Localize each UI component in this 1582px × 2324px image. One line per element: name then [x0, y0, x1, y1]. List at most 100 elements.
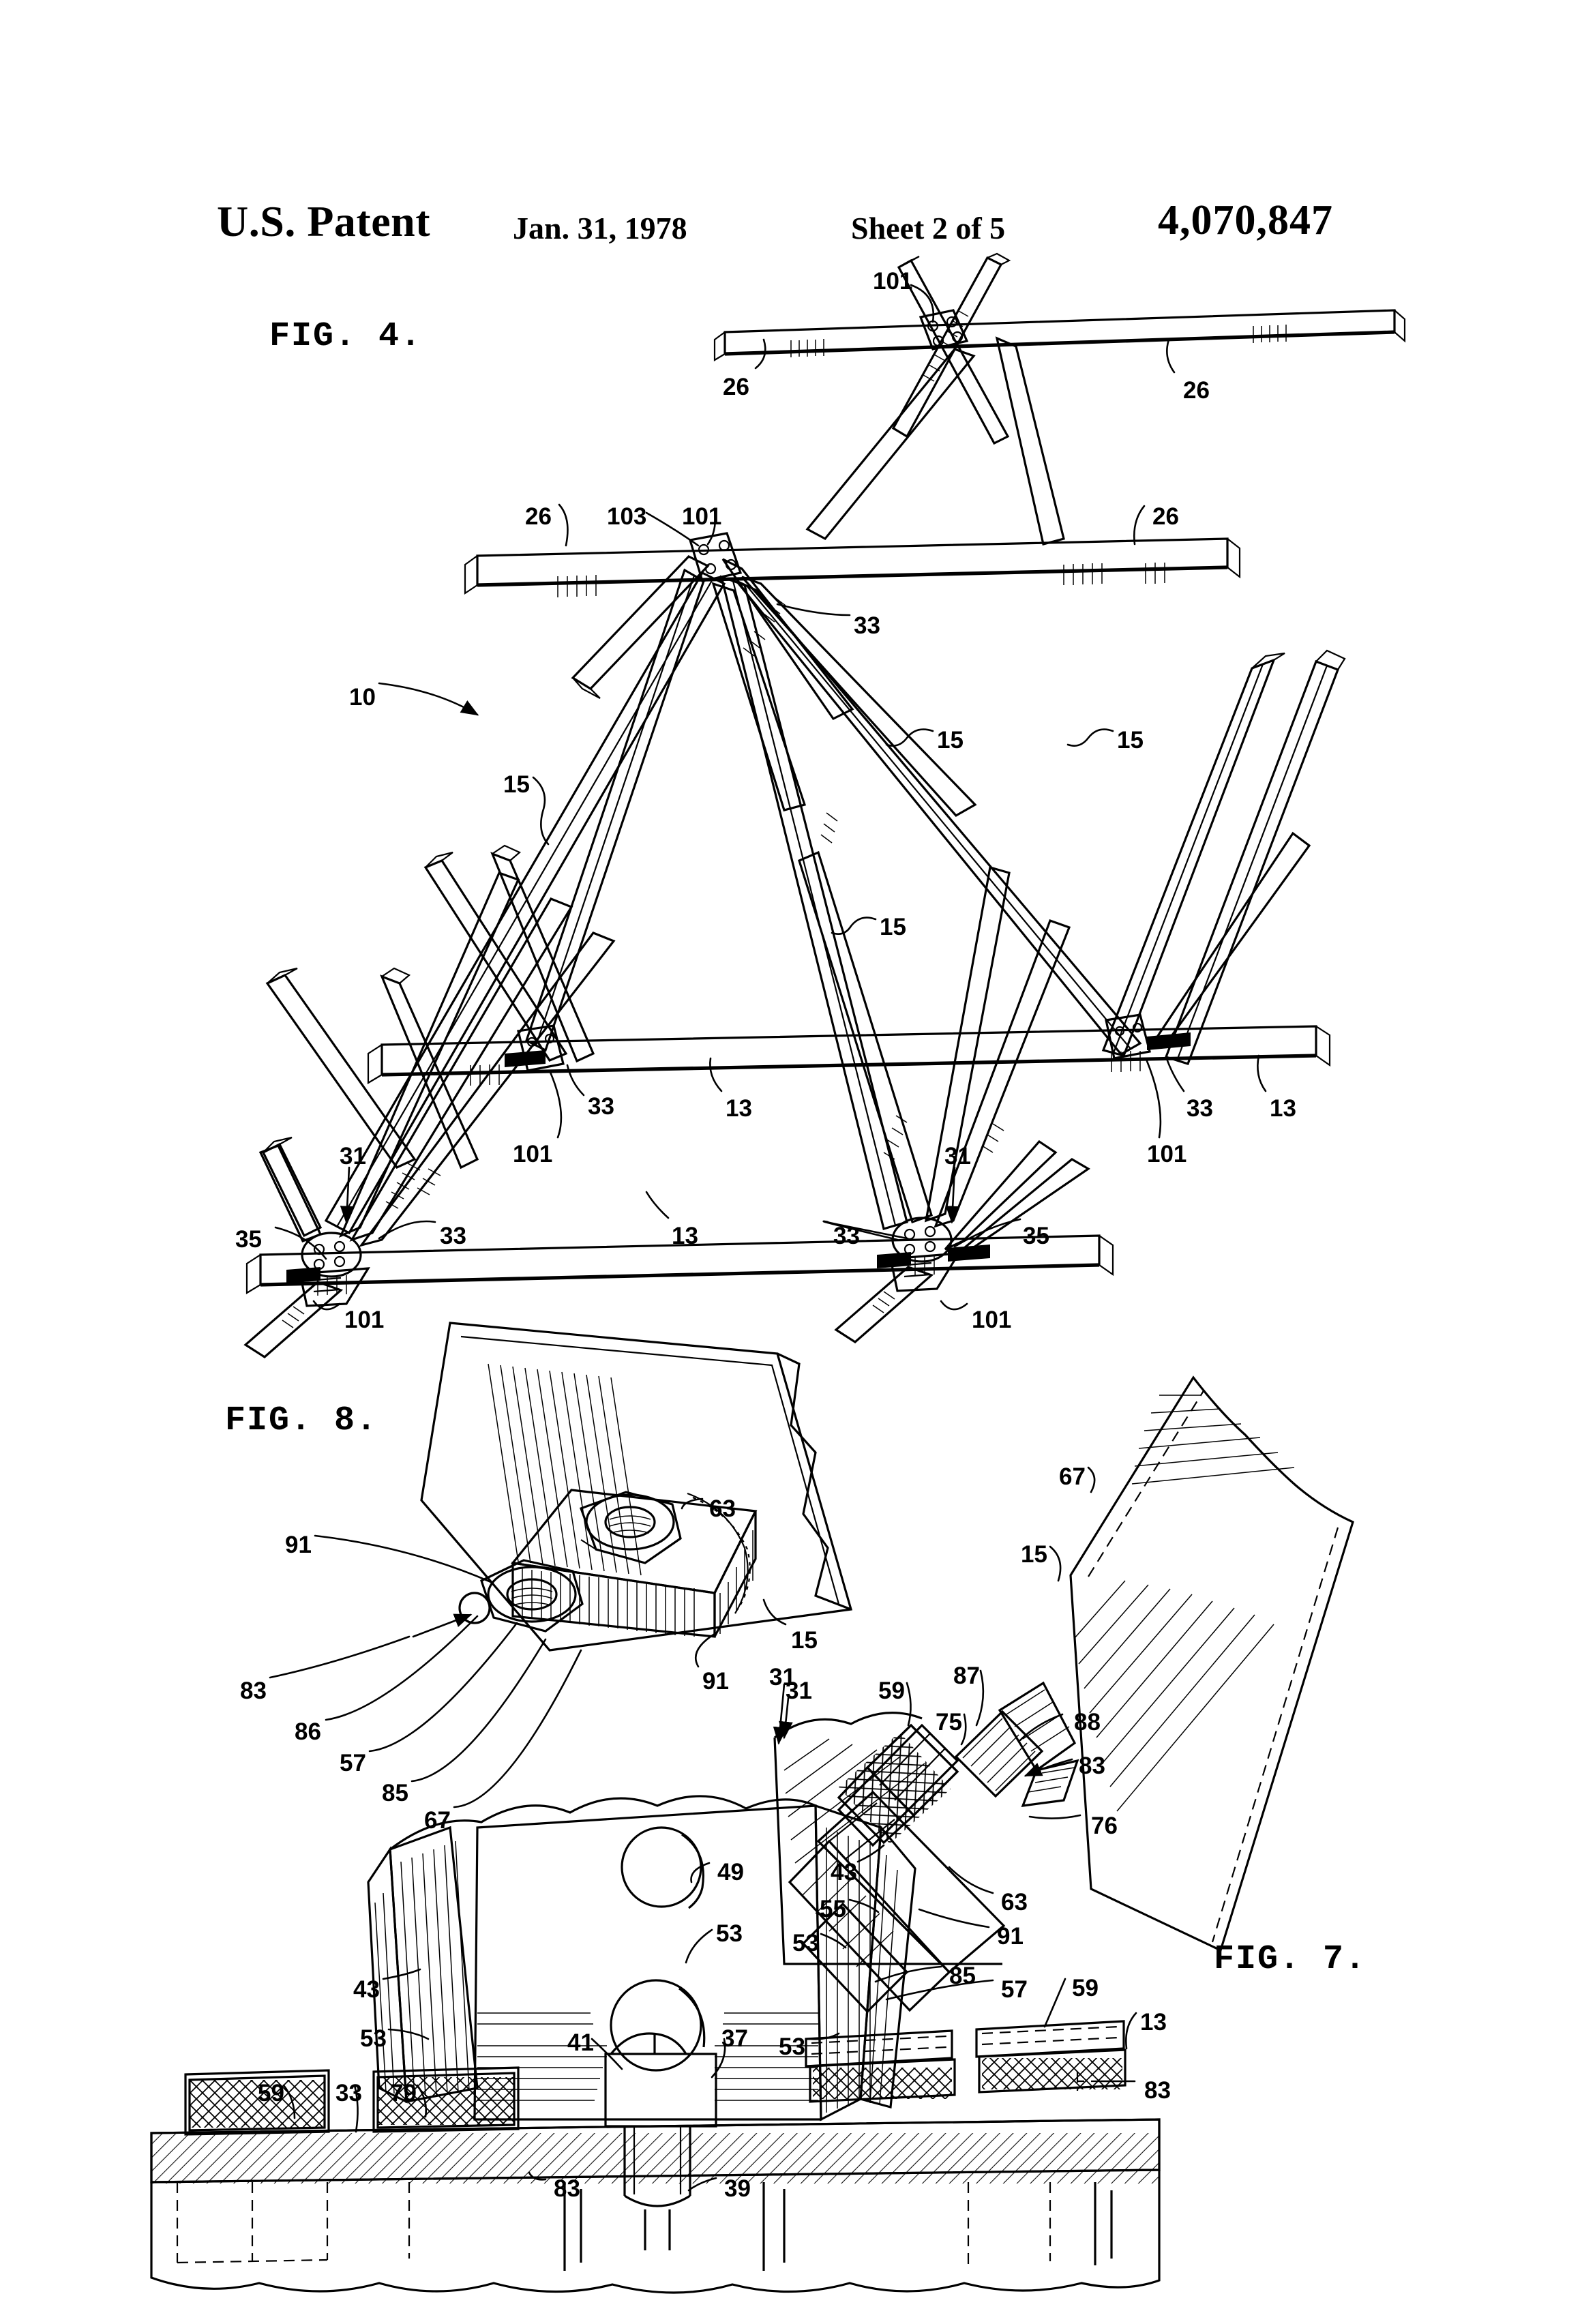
- reference-numeral-f4-26-midL: 26: [525, 503, 552, 530]
- reference-numeral-f4-35-left: 35: [235, 1226, 262, 1253]
- reference-numeral-fl-37: 37: [721, 2025, 748, 2052]
- reference-numeral-f7-43: 43: [831, 1859, 857, 1886]
- fig4-truss-assembly: [243, 252, 1406, 1358]
- fig8-joint-detail: [412, 1322, 853, 1652]
- reference-numeral-f4-13-base: 13: [672, 1223, 698, 1249]
- fig8-lower-bolt-holes: [610, 1826, 706, 2072]
- reference-numeral-f4-33-br: 33: [1186, 1095, 1213, 1122]
- reference-numeral-f4-101-bl: 101: [513, 1141, 553, 1167]
- reference-numeral-f4-33-bl: 33: [588, 1093, 614, 1120]
- reference-numeral-f7-63: 63: [1001, 1889, 1028, 1916]
- fig4-top-node-plate: [919, 309, 969, 351]
- reference-numeral-f4-101-mid: 101: [682, 503, 722, 530]
- reference-numeral-f7-59a: 59: [878, 1678, 905, 1704]
- reference-numeral-fl-43a: 43: [353, 1976, 380, 2003]
- fig4-left-base-legs: [338, 871, 616, 1247]
- patent-issue-date: Jan. 31, 1978: [513, 211, 687, 245]
- reference-numeral-f8-85: 85: [382, 1780, 408, 1806]
- fig4-lower-right-node: [1105, 1013, 1191, 1060]
- figure-caption-fig7: FIG. 7.: [1214, 1940, 1367, 1979]
- patent-office-title: U.S. Patent: [217, 197, 431, 245]
- fig8-hex-nut-upper: [579, 1491, 682, 1564]
- reference-numeral-f4-13-right: 13: [1270, 1095, 1296, 1122]
- reference-numeral-f4-101-br: 101: [1147, 1141, 1187, 1167]
- fig4-lower-left-node: [505, 1024, 565, 1072]
- reference-numeral-f4-26-topR: 26: [1183, 377, 1210, 404]
- fig4-center-base-legs: [798, 850, 1071, 1228]
- fig7-base-pads: [805, 2020, 1126, 2103]
- fig4-mid-chord-beam: [464, 537, 1241, 597]
- reference-numeral-f4-103: 103: [607, 503, 647, 530]
- reference-numeral-f4-15-r2: 15: [1117, 727, 1144, 754]
- fig8-hex-nut-lower: [480, 1559, 584, 1633]
- fig4-mid-node-strut-cluster: [571, 555, 977, 844]
- reference-numeral-f8-91a: 91: [285, 1532, 312, 1558]
- reference-numeral-f7-83b: 83: [1144, 2077, 1171, 2104]
- reference-numeral-f4-33-base-l: 33: [440, 1223, 466, 1249]
- reference-numeral-fl-31: 31: [769, 1664, 796, 1690]
- reference-numeral-f8-15: 15: [791, 1627, 818, 1654]
- reference-numeral-f4-15-mid: 15: [880, 914, 906, 940]
- figure-caption-fig4: FIG. 4.: [269, 317, 423, 356]
- reference-numeral-f7-31: 31: [786, 1678, 812, 1704]
- reference-numeral-f7-87: 87: [953, 1663, 980, 1689]
- reference-numeral-f7-15: 15: [1021, 1541, 1047, 1568]
- reference-numeral-fl-83: 83: [554, 2175, 580, 2202]
- reference-numeral-f4-35-right: 35: [1023, 1223, 1049, 1249]
- reference-numeral-f7-75: 75: [936, 1709, 962, 1735]
- reference-numeral-f4-15-r1: 15: [937, 727, 964, 754]
- reference-numeral-fl-59: 59: [258, 2080, 284, 2106]
- reference-numeral-f7-83: 83: [1079, 1753, 1105, 1779]
- reference-numeral-f7-91: 91: [997, 1923, 1024, 1950]
- sheet-number: Sheet 2 of 5: [851, 211, 1006, 245]
- reference-numeral-f7-53: 53: [792, 1930, 819, 1956]
- fig8-lower-bolt: [604, 2032, 717, 2250]
- reference-numeral-f4-15-left: 15: [503, 771, 530, 798]
- fig4-lower-chord-beam: [367, 1025, 1331, 1086]
- reference-numeral-f8-63: 63: [709, 1495, 736, 1522]
- reference-numeral-f4-101-base-l: 101: [344, 1307, 385, 1333]
- fig4-top-chord-beam: [713, 309, 1406, 361]
- reference-numeral-f7-13: 13: [1140, 2009, 1167, 2036]
- reference-numeral-fl-41: 41: [567, 2029, 594, 2056]
- reference-numeral-f4-101-top: 101: [873, 268, 913, 295]
- fig8-base-plate: [150, 2066, 1161, 2294]
- reference-numeral-f8-57: 57: [340, 1750, 366, 1776]
- reference-numeral-f7-55: 55: [820, 1896, 846, 1922]
- fig8-lower-section: [150, 1795, 1161, 2294]
- reference-numeral-f7-76: 76: [1091, 1813, 1118, 1839]
- reference-numeral-f7-67: 67: [1059, 1463, 1086, 1490]
- fig7-panel: [1069, 1375, 1354, 1952]
- patent-header: U.S. Patent Jan. 31, 1978 Sheet 2 of 5 4…: [0, 95, 1582, 245]
- fig4-main-diagonals: [324, 568, 1346, 1235]
- reference-numeral-f4-26-topL: 26: [723, 374, 749, 400]
- reference-numeral-f8-91b: 91: [702, 1668, 729, 1695]
- reference-numeral-f4-26-midR: 26: [1152, 503, 1179, 530]
- reference-numeral-fl-53c: 53: [779, 2034, 805, 2060]
- reference-numeral-fl-79: 79: [390, 2080, 417, 2106]
- reference-numeral-f4-13-ctr: 13: [726, 1095, 752, 1122]
- fig4-center-base-node: [834, 1139, 1090, 1343]
- reference-numeral-f8-86: 86: [295, 1718, 321, 1745]
- reference-numeral-fl-53a: 53: [716, 1920, 743, 1947]
- reference-numeral-fl-53b: 53: [360, 2025, 387, 2052]
- reference-numeral-f7-57: 57: [1001, 1976, 1028, 2003]
- reference-numeral-fl-49: 49: [717, 1859, 744, 1886]
- fig4-right-upper-beams: [805, 336, 1065, 546]
- leader-lines: [269, 284, 1267, 2192]
- reference-numeral-f4-33-upper: 33: [854, 612, 880, 639]
- reference-numeral-f8-67: 67: [424, 1807, 451, 1834]
- reference-numeral-fl-33: 33: [335, 2080, 362, 2106]
- reference-numeral-f8-83: 83: [240, 1678, 267, 1704]
- reference-numeral-f4-31-left: 31: [340, 1143, 366, 1170]
- reference-numeral-f4-31-right: 31: [944, 1143, 971, 1170]
- fig4-mid-node-plate: [688, 532, 743, 582]
- reference-numeral-f7-85: 85: [949, 1963, 976, 1989]
- patent-number: 4,070,847: [1158, 197, 1333, 243]
- reference-numeral-f7-59b: 59: [1072, 1975, 1099, 2001]
- reference-numeral-f4-10: 10: [349, 684, 376, 711]
- reference-numeral-f4-33-base-c: 33: [833, 1223, 860, 1249]
- reference-numeral-fl-39: 39: [724, 2175, 751, 2202]
- reference-numeral-f4-101-base-c: 101: [972, 1307, 1012, 1333]
